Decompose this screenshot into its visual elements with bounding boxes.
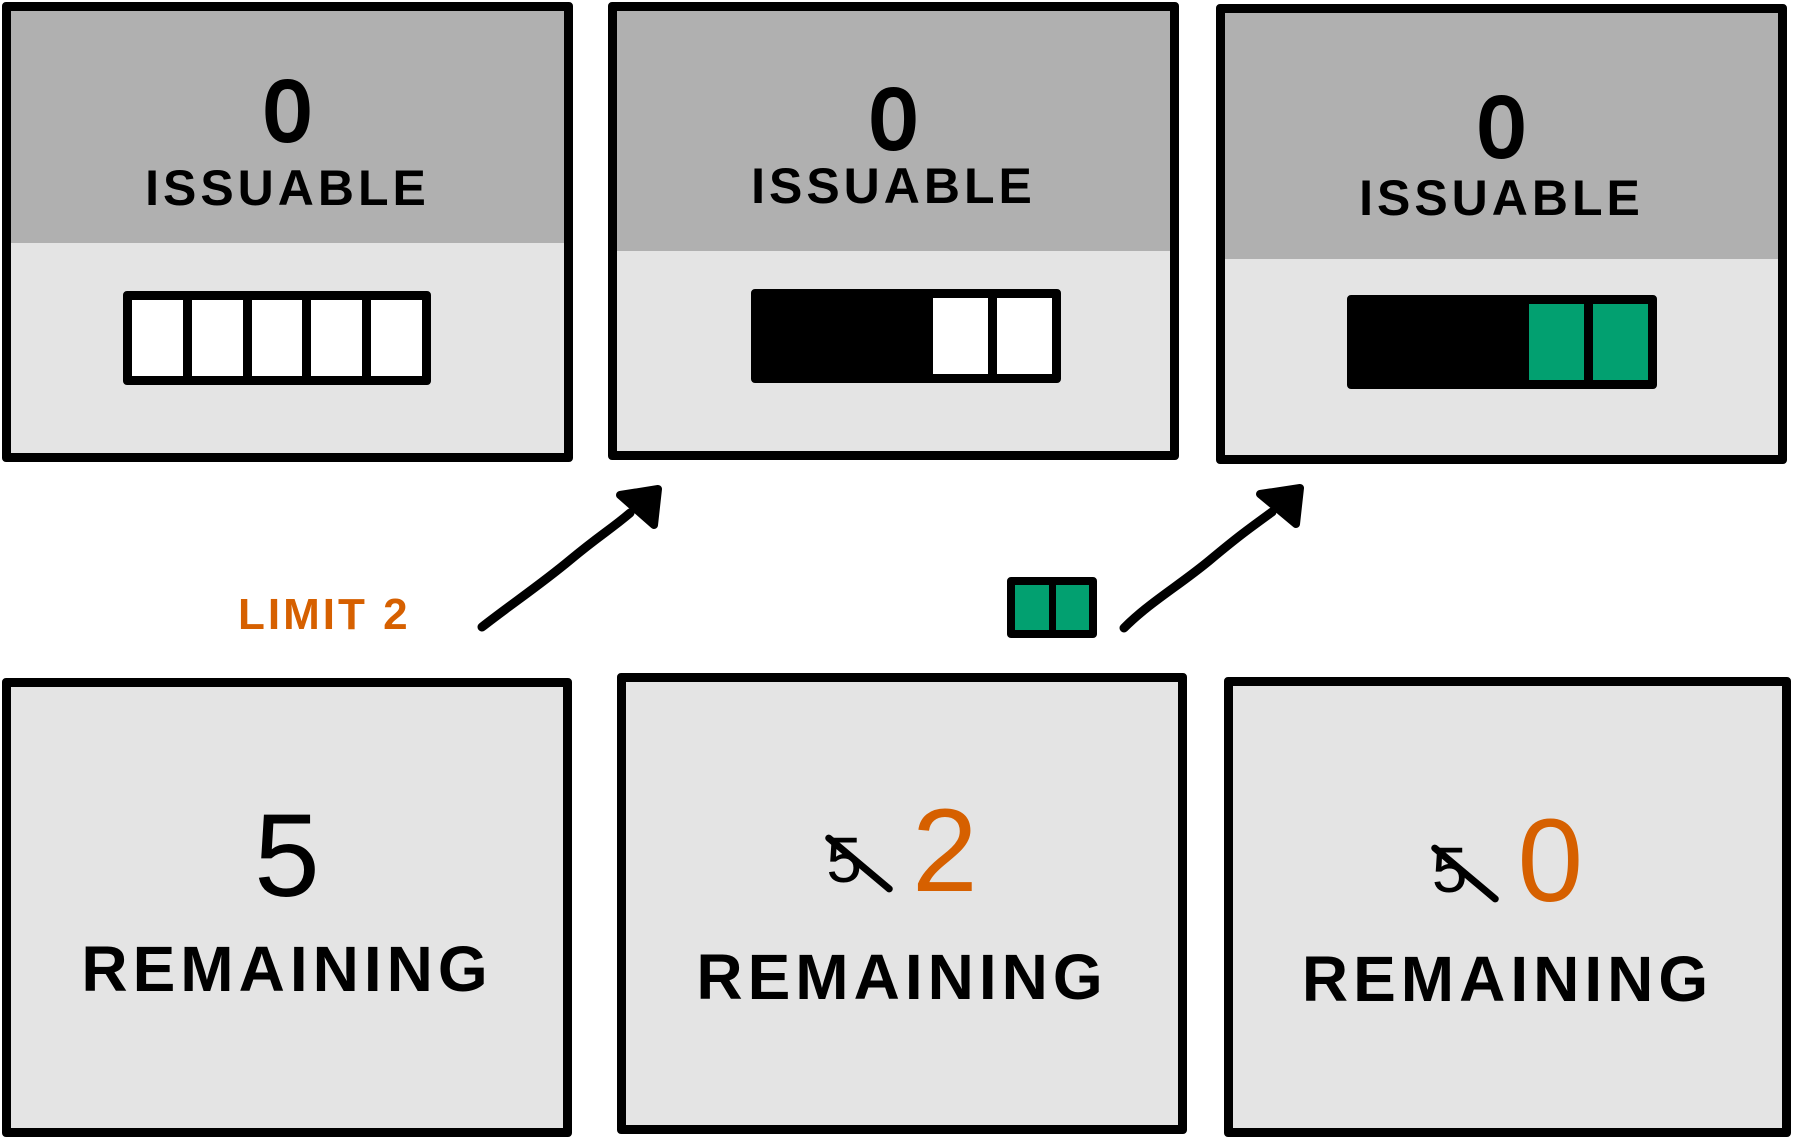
segment-bar [751,289,1061,383]
issuable-label: ISSUABLE [751,158,1036,214]
issuable-count: 0 [868,72,919,166]
segment-used [814,298,870,374]
segment-empty [924,298,989,374]
issuable-panel-3: 0 ISSUABLE [1216,4,1787,464]
struck-old-value: 5 [826,823,862,896]
segment-used [1465,304,1521,380]
segment-used [760,298,815,374]
remaining-panel-1: 5 REMAINING [2,678,572,1137]
segment-used [1410,304,1466,380]
issuable-count: 0 [1476,80,1527,174]
segment-empty [182,300,243,376]
issuable-panel-1: 0 ISSUABLE [2,2,573,462]
issuable-label: ISSUABLE [145,160,430,216]
remaining-label: REMAINING [81,933,493,1005]
panel-header-band [11,11,564,243]
remaining-value: 5 [254,790,320,922]
struck-old-value: 5 [1431,833,1468,906]
segment-empty [132,300,183,376]
issuable-panel-2: 0 ISSUABLE [608,2,1179,460]
issuable-label: ISSUABLE [1359,170,1644,226]
segment-empty [362,300,422,376]
two-filled-segments-icon [1007,577,1097,638]
segment-empty [242,300,303,376]
segment-filled [1048,585,1089,630]
arrow-up-right-icon [477,485,662,632]
panel-header-band [617,11,1170,251]
segment-filled [1584,304,1648,380]
remaining-value: 0 [1517,795,1584,927]
segment-empty [302,300,363,376]
limit-label: LIMIT 2 [238,590,411,639]
panel-header-band [1225,13,1778,259]
remaining-value: 2 [911,785,978,917]
remaining-label: REMAINING [1301,943,1714,1015]
segment-empty [988,298,1052,374]
segment-used [1356,304,1411,380]
issuable-count: 0 [262,64,313,158]
segment-bar [123,291,431,385]
arrow-up-right-icon [1119,484,1304,633]
segment-filled [1015,585,1049,630]
segment-bar [1347,295,1657,389]
segment-filled [1520,304,1585,380]
remaining-count: 5 [11,797,563,915]
segment-used [869,298,925,374]
remaining-label: REMAINING [696,941,1108,1013]
